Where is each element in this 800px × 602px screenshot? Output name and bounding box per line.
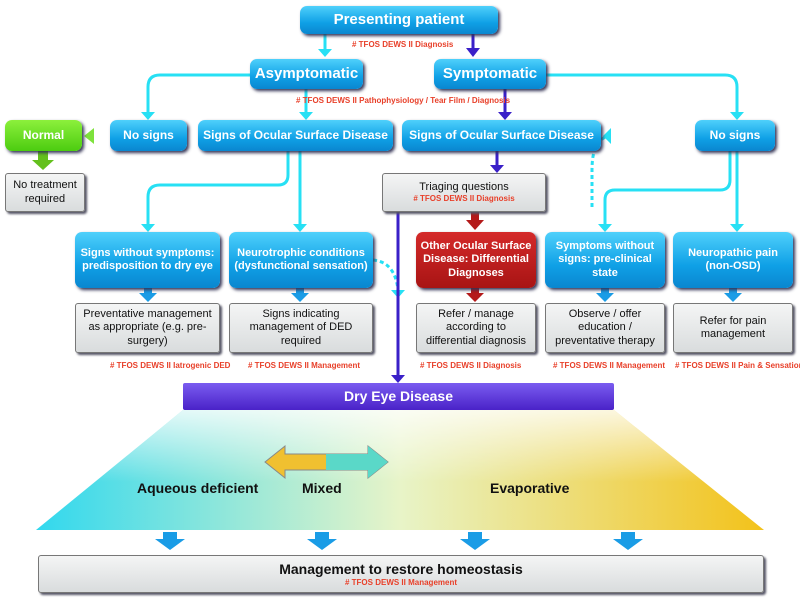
- preventative-node: Preventative management as appropriate (…: [75, 303, 220, 353]
- refer-pain-node: Refer for pain management: [673, 303, 793, 353]
- observe-text: Observe / offer education / preventative…: [555, 308, 655, 347]
- triaging-node: Triaging questions# TFOS DEWS II Diagnos…: [382, 173, 546, 212]
- ref-label: # TFOS DEWS II Diagnosis: [413, 194, 515, 204]
- normal-node: Normal: [5, 120, 82, 151]
- preventative-text: Preventative management as appropriate (…: [83, 308, 212, 347]
- no-signs-left-node: No signs: [110, 120, 187, 151]
- signs-osd-right-node: Signs of Ocular Surface Disease: [402, 120, 601, 151]
- signs-without-symptoms-node: Signs without symptoms: predisposition t…: [75, 232, 220, 288]
- evaporative-label: Evaporative: [490, 480, 570, 496]
- signs-indicating-text: Signs indicating management of DED requi…: [249, 308, 353, 347]
- ref-label: # TFOS DEWS II Diagnosis: [420, 361, 522, 370]
- signs-osd-left-node: Signs of Ocular Surface Disease: [198, 120, 393, 151]
- triaging-text: Triaging questions: [419, 181, 509, 194]
- ref-label: # TFOS DEWS II Management: [553, 361, 666, 370]
- symptoms-without-signs-node: Symptoms without signs: pre-clinical sta…: [545, 232, 665, 288]
- ref-label: # TFOS DEWS II Diagnosis: [352, 40, 454, 49]
- ref-label: # TFOS DEWS II Management: [248, 361, 361, 370]
- symptomatic-node: Symptomatic: [434, 59, 546, 89]
- refer-manage-text: Refer / manage according to differential…: [425, 308, 527, 347]
- asymptomatic-node: Asymptomatic: [250, 59, 363, 89]
- presenting-patient-node: Presenting patient: [300, 6, 498, 34]
- trapezoid: [36, 410, 764, 530]
- neuropathic-node: Neuropathic pain (non-OSD): [673, 232, 793, 288]
- other-osd-node: Other Ocular Surface Disease: Differenti…: [416, 232, 536, 288]
- dry-eye-disease-bar: Dry Eye Disease: [183, 383, 614, 410]
- observe-node: Observe / offer education / preventative…: [545, 303, 665, 353]
- mixed-label: Mixed: [302, 480, 342, 496]
- management-node: Management to restore homeostasis# TFOS …: [38, 555, 764, 593]
- down-arrows: [155, 532, 643, 550]
- ref-label: # TFOS DEWS II Pain & Sensation: [675, 361, 800, 370]
- mixed-double-arrow: [264, 444, 389, 480]
- ref-label: # TFOS DEWS II Iatrogenic DED: [110, 361, 231, 370]
- management-text: Management to restore homeostasis: [279, 560, 523, 577]
- signs-indicating-node: Signs indicating management of DED requi…: [229, 303, 373, 353]
- ref-label: # TFOS DEWS II Management: [344, 577, 457, 587]
- refer-pain-text: Refer for pain management: [699, 314, 767, 340]
- no-signs-right-node: No signs: [695, 120, 775, 151]
- no-treatment-node: No treatment required: [5, 173, 85, 212]
- refer-manage-node: Refer / manage according to differential…: [416, 303, 536, 353]
- no-treatment-text: No treatment required: [13, 179, 77, 205]
- aqueous-deficient-label: Aqueous deficient: [137, 480, 259, 496]
- ref-label: # TFOS DEWS II Pathophysiology / Tear Fi…: [296, 96, 511, 105]
- neurotrophic-node: Neurotrophic conditions (dysfunctional s…: [229, 232, 373, 288]
